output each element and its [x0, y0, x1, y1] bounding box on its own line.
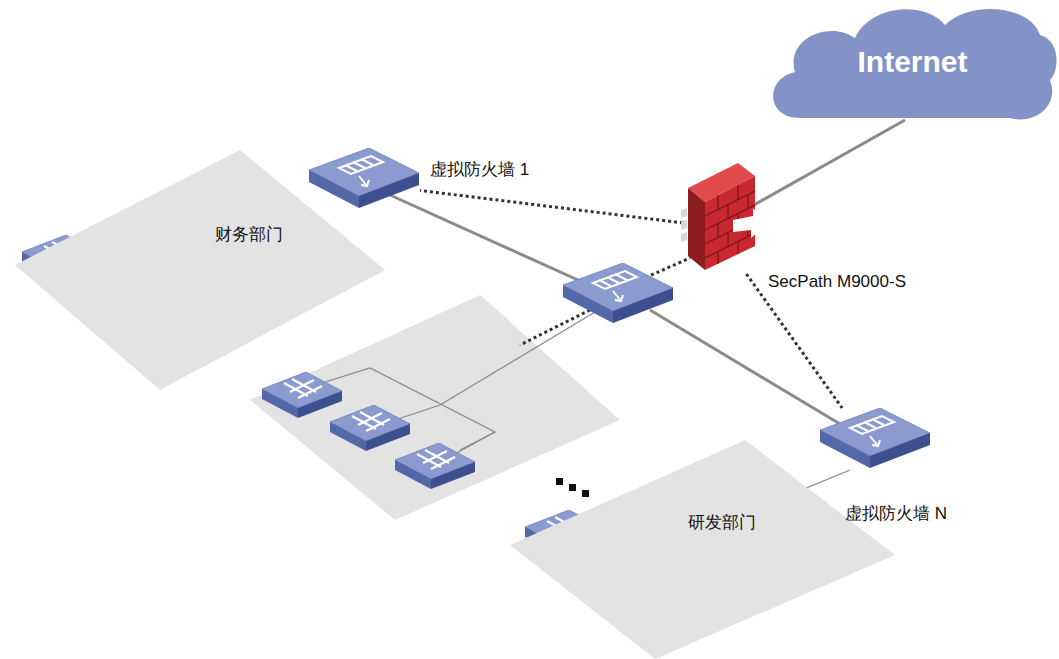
virtual-firewall-switch: 虚拟防火墙 N: [820, 408, 930, 470]
node-outline: [308, 148, 420, 210]
node-label: 财务部门: [215, 225, 283, 245]
department-region: 财务部门: [10, 145, 395, 395]
department-region: 研发部门: [505, 435, 905, 659]
node-outline: [505, 435, 905, 659]
node-outline: [10, 145, 395, 395]
node-outline: [820, 408, 930, 470]
node-label: 虚拟防火墙 N: [845, 504, 947, 524]
node-outline: [683, 158, 771, 274]
virtual-firewall-switch: 虚拟防火墙 1: [308, 148, 420, 210]
node-label: Internet: [857, 44, 967, 80]
network-link: [745, 120, 905, 210]
firewall-device: SecPath M9000-S: [683, 158, 771, 274]
node-label: SecPath M9000-S: [768, 272, 906, 292]
node-label: 虚拟防火墙 1: [430, 160, 529, 180]
network-link: [420, 190, 683, 222]
node-label: 研发部门: [688, 513, 756, 533]
network-link: [746, 274, 842, 408]
internet-cloud: Internet: [760, 0, 1059, 130]
